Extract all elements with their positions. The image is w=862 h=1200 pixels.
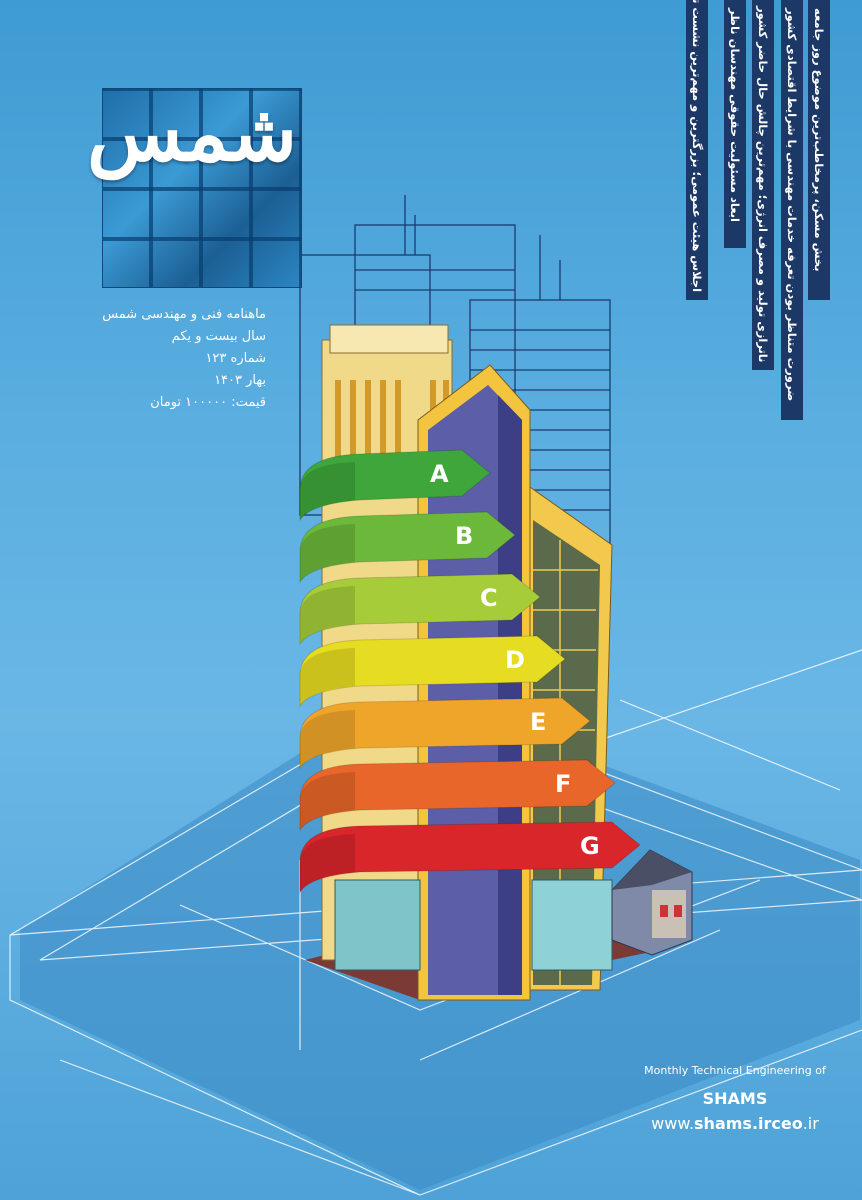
headline-5: اجلاس هیئت عمومی؛ بزرگترین و مهم‌ترین نش… bbox=[686, 0, 708, 300]
energy-band-shade bbox=[300, 524, 355, 582]
energy-band-shade bbox=[300, 462, 355, 520]
energy-label-e: E bbox=[530, 708, 546, 736]
energy-band-shade bbox=[300, 586, 355, 644]
energy-band-a bbox=[299, 449, 491, 522]
headline-4: ابعاد مسئولیت حقوقی مهندسان ناظر bbox=[724, 0, 746, 248]
info-line-2: سال بیست و یکم bbox=[171, 329, 266, 344]
logo-title: شمس bbox=[87, 88, 297, 179]
energy-band-f bbox=[299, 759, 616, 832]
url-suffix: .ir bbox=[802, 1114, 819, 1133]
energy-label-d: D bbox=[505, 646, 525, 674]
energy-band-b bbox=[299, 511, 516, 584]
energy-band-g bbox=[299, 821, 641, 894]
url-domain: shams.irceo bbox=[694, 1114, 803, 1133]
info-line-3: شماره ۱۲۳ bbox=[205, 351, 266, 366]
energy-band-e bbox=[299, 697, 591, 770]
energy-band-shade bbox=[300, 710, 355, 768]
footer-brand: SHAMS bbox=[702, 1089, 768, 1108]
energy-band-c bbox=[299, 573, 541, 646]
url-prefix: www. bbox=[651, 1114, 695, 1133]
footer-url[interactable]: www.shams.irceo.ir bbox=[620, 1114, 850, 1133]
headline-2: ضرورت متناظر بودن تعرفه خدمات مهندسی با … bbox=[781, 0, 803, 420]
headline-stripes: بخش مسکن، پرمخاطب‌ترین موضوع روز جامعه ض… bbox=[686, 0, 836, 420]
energy-label-f: F bbox=[555, 770, 571, 798]
info-line-1: ماهنامه فنی و مهندسی شمس bbox=[102, 307, 266, 322]
footer: Monthly Technical Engineering of SHAMS w… bbox=[620, 1064, 850, 1133]
energy-label-g: G bbox=[580, 832, 600, 860]
energy-band-shade bbox=[300, 648, 355, 706]
energy-label-a: A bbox=[430, 460, 449, 488]
info-line-5: قیمت: ۱۰۰۰۰۰ تومان bbox=[150, 395, 266, 410]
footer-subtitle: Monthly Technical Engineering of bbox=[644, 1064, 826, 1077]
info-line-4: بهار ۱۴۰۳ bbox=[214, 373, 266, 388]
energy-band-shade bbox=[300, 772, 355, 830]
energy-label-b: B bbox=[455, 522, 473, 550]
magazine-logo: شمس bbox=[87, 88, 302, 288]
energy-band-shade bbox=[300, 834, 355, 892]
issue-info: ماهنامه فنی و مهندسی شمس سال بیست و یکم … bbox=[96, 304, 266, 414]
energy-band-d bbox=[299, 635, 566, 708]
headline-3: ناترازی تولید و مصرف انرژی؛ مهم‌ترین چال… bbox=[752, 0, 774, 370]
energy-label-c: C bbox=[480, 584, 498, 612]
headline-1: بخش مسکن، پرمخاطب‌ترین موضوع روز جامعه bbox=[808, 0, 830, 300]
